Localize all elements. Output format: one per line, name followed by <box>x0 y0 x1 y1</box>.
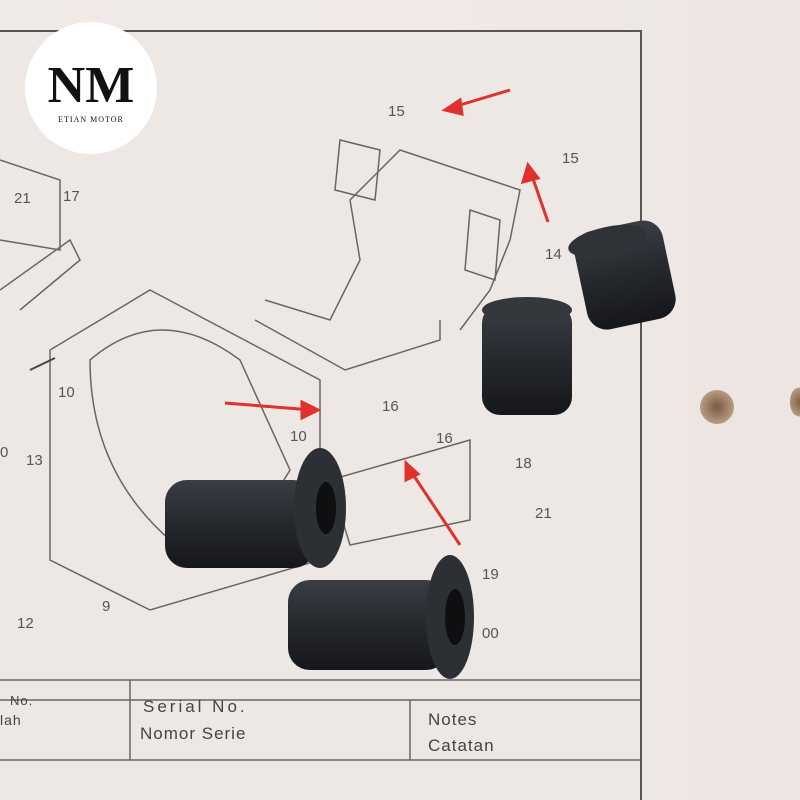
part-label: 9 <box>102 598 111 615</box>
part-label: 16 <box>382 398 399 415</box>
part-label: 17 <box>63 188 80 205</box>
part-label: 15 <box>388 103 405 120</box>
svg-text:NM: NM <box>48 57 135 114</box>
part-label: 00 <box>482 625 499 642</box>
part-label: 15 <box>562 150 579 167</box>
logo-monogram: NM ETIAN MOTOR <box>48 57 135 124</box>
bushing-1 <box>568 220 676 330</box>
red-arrows <box>224 88 550 546</box>
part-label: 21 <box>535 505 552 522</box>
serial-no-sub: Nomor Serie <box>140 724 247 743</box>
bushing-4 <box>288 555 474 679</box>
part-label: 21 <box>14 190 31 207</box>
svg-text:ETIAN MOTOR: ETIAN MOTOR <box>58 115 124 124</box>
notes-sub: Catatan <box>428 736 495 755</box>
bushing-3 <box>165 448 346 568</box>
notes-title: Notes <box>428 710 478 729</box>
part-label: 0 <box>0 444 9 461</box>
footer-col1-sub: lah <box>0 712 22 728</box>
part-label: 10 <box>58 384 75 401</box>
brand-logo: NM ETIAN MOTOR <box>25 22 157 154</box>
part-label: 10 <box>290 428 307 445</box>
punch-hole <box>790 385 800 419</box>
part-label: 12 <box>17 615 34 632</box>
part-label: 19 <box>482 566 499 583</box>
serial-no-title: Serial No. <box>143 697 248 716</box>
part-label: 13 <box>26 452 43 469</box>
bushing-2 <box>482 297 572 415</box>
part-label: 16 <box>436 430 453 447</box>
part-label: 14 <box>545 246 562 263</box>
punch-hole <box>700 390 734 424</box>
footer-col1-title: No. <box>10 693 34 708</box>
part-label: 18 <box>515 455 532 472</box>
